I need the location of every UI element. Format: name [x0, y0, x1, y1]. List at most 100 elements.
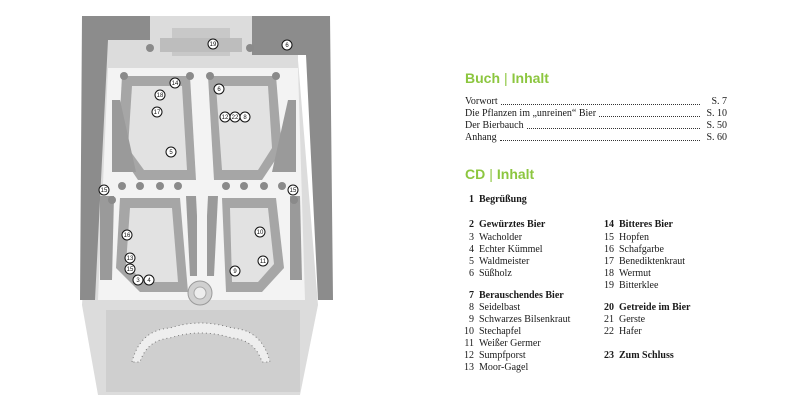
station-marker: 15: [98, 184, 110, 196]
track-number: 13: [464, 362, 474, 373]
svg-text:12: 12: [222, 115, 229, 121]
cd-track: 15 Hopfen: [598, 232, 649, 244]
station-marker: 11: [257, 255, 269, 267]
track-title: Wermut: [619, 268, 651, 279]
track-title: Getreide im Bier: [619, 302, 691, 313]
station-marker: 5: [165, 146, 177, 158]
toc-leader: [499, 132, 700, 141]
track-number: 2: [469, 219, 474, 230]
track-number: 22: [604, 326, 614, 337]
station-marker: 15: [124, 263, 136, 275]
strip-center-right: [204, 196, 218, 276]
track-number: 11: [464, 338, 474, 349]
svg-text:13: 13: [127, 256, 134, 262]
track-title: Sumpfporst: [479, 350, 526, 361]
track-number: 23: [604, 350, 614, 361]
book-heading: Buch|Inhalt: [465, 70, 549, 86]
right-wall: [252, 16, 333, 300]
svg-text:6: 6: [285, 43, 289, 49]
cd-track: 19 Bitterklee: [598, 280, 658, 292]
track-title: Seidelbast: [479, 302, 521, 313]
track-number: 17: [604, 256, 614, 267]
station-marker: 17: [151, 106, 163, 118]
track-number: 1: [469, 194, 474, 205]
station-marker: 8: [239, 111, 251, 123]
track-number: 15: [604, 232, 614, 243]
cd-heading-separator: |: [489, 166, 493, 182]
station-marker: 12: [219, 111, 231, 123]
track-number: 10: [464, 326, 474, 337]
hedge-balls: [108, 44, 298, 204]
cd-heading-label: CD: [465, 166, 486, 182]
book-heading-sublabel: Inhalt: [511, 70, 549, 86]
toc-entry: Vorwort S. 7: [465, 96, 727, 108]
toc-entry-page: S. 60: [706, 132, 727, 143]
svg-text:4: 4: [147, 278, 151, 284]
track-number: 8: [469, 302, 474, 313]
track-title: Wacholder: [479, 232, 523, 243]
svg-text:18: 18: [157, 93, 164, 99]
toc-entry-page: S. 7: [711, 96, 727, 107]
book-heading-separator: |: [504, 70, 508, 86]
cd-track: 2 Gewürztes Bier: [458, 219, 545, 231]
cd-track: 14 Bitteres Bier: [598, 219, 673, 231]
track-title: Begrüßung: [479, 194, 527, 205]
toc-entry-page: S. 10: [706, 108, 727, 119]
station-marker: 10: [254, 226, 266, 238]
strip-right-lower: [290, 196, 302, 280]
cd-track: 17 Benediktenkraut: [598, 256, 685, 268]
track-title: Bitterklee: [619, 280, 659, 291]
garden-map: 19 6 14 18 17 5 6 12 22 8 15 15 16 13 15…: [80, 16, 333, 395]
svg-text:15: 15: [101, 188, 108, 194]
svg-text:9: 9: [233, 269, 237, 275]
strip-left-upper: [112, 100, 136, 172]
track-title: Benediktenkraut: [619, 256, 686, 267]
station-marker: 18: [154, 89, 166, 101]
track-title: Echter Kümmel: [479, 244, 543, 255]
track-title: Stechapfel: [479, 326, 522, 337]
strip-left-lower: [100, 196, 114, 280]
station-marker: 6: [281, 39, 293, 51]
svg-text:14: 14: [172, 81, 179, 87]
track-title: Bitteres Bier: [619, 219, 673, 230]
svg-text:17: 17: [154, 110, 161, 116]
track-title: Hopfen: [619, 232, 649, 243]
track-title: Gewürztes Bier: [479, 219, 546, 230]
strip-right-upper: [272, 100, 296, 172]
track-title: Schwarzes Bilsenkraut: [479, 314, 571, 325]
toc-leader: [599, 108, 700, 117]
track-title: Berauschendes Bier: [479, 290, 564, 301]
svg-text:8: 8: [243, 115, 247, 121]
station-marker: 9: [229, 265, 241, 277]
track-title: Moor-Gagel: [479, 362, 529, 373]
station-marker: 14: [169, 77, 181, 89]
fountain-inner: [193, 286, 207, 300]
svg-text:16: 16: [124, 233, 131, 239]
toc-entry-title: Die Pflanzen im „unreinen“ Bier: [465, 108, 597, 119]
track-number: 14: [604, 219, 614, 230]
strip-center-left: [186, 196, 200, 276]
svg-text:5: 5: [169, 150, 173, 156]
cd-track: 13 Moor-Gagel: [458, 362, 528, 374]
book-toc: Vorwort S. 7 Die Pflanzen im „unreinen“ B…: [465, 96, 727, 144]
toc-entry-title: Vorwort: [465, 96, 498, 107]
station-marker: 6: [213, 83, 225, 95]
cd-track: 8 Seidelbast: [458, 302, 520, 314]
svg-text:19: 19: [210, 42, 217, 48]
track-number: 20: [604, 302, 614, 313]
track-number: 19: [604, 280, 614, 291]
toc-entry: Die Pflanzen im „unreinen“ Bier S. 10: [465, 108, 727, 120]
track-number: 9: [469, 314, 474, 325]
track-number: 3: [469, 232, 474, 243]
track-title: Schafgarbe: [619, 244, 664, 255]
cd-track: 3 Wacholder: [458, 232, 522, 244]
svg-text:15: 15: [127, 267, 134, 273]
